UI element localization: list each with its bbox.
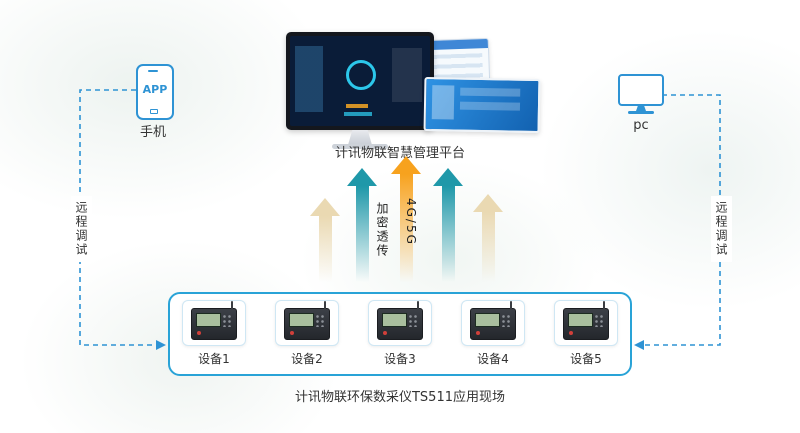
device-led	[569, 331, 573, 335]
arrow-shaft	[481, 212, 495, 282]
device-keypad	[408, 314, 419, 327]
monitor-stand-base	[332, 144, 388, 149]
arrow-head	[391, 156, 421, 174]
device-antenna	[324, 301, 326, 310]
device-photo-frame	[554, 300, 618, 346]
up-arrow-teal-2	[433, 168, 463, 282]
device-label: 设备3	[384, 352, 416, 366]
data-logger-device-icon	[563, 301, 609, 340]
pc-monitor-base	[628, 111, 654, 114]
phone-home-button	[150, 109, 158, 114]
device-led	[290, 331, 294, 335]
device-led	[476, 331, 480, 335]
network-4g5g-label: 4G/5G	[404, 198, 418, 246]
phone-app-badge: APP	[142, 83, 168, 96]
pc-caption: pc	[633, 118, 649, 133]
device-label: 设备5	[570, 352, 602, 366]
data-logger-device-icon	[470, 301, 516, 340]
up-arrow-beige-1	[310, 198, 340, 282]
arrow-head	[347, 168, 377, 186]
right-arrowhead-icon	[634, 340, 644, 350]
up-arrow-orange	[391, 156, 421, 282]
arrow-head	[433, 168, 463, 186]
data-logger-device-icon	[284, 301, 330, 340]
device-photo-frame	[275, 300, 339, 346]
device-card: 设备3	[368, 300, 432, 367]
phone-speaker-line	[148, 70, 158, 72]
device-antenna	[603, 301, 605, 310]
device-keypad	[222, 314, 233, 327]
device-antenna	[231, 301, 233, 310]
device-label: 设备2	[291, 352, 323, 366]
device-keypad	[594, 314, 605, 327]
platform-caption: 计讯物联智慧管理平台	[334, 146, 465, 161]
site-caption: 计讯物联环保数采仪TS511应用现场	[294, 390, 505, 405]
main-monitor	[286, 32, 434, 130]
monitor-stand-neck	[348, 130, 372, 145]
device-keypad	[501, 314, 512, 327]
device-keypad	[315, 314, 326, 327]
device-lcd-screen	[196, 313, 221, 327]
device-photo-frame	[461, 300, 525, 346]
device-led	[197, 331, 201, 335]
device-label: 设备1	[198, 352, 230, 366]
data-logger-device-icon	[377, 301, 423, 340]
device-antenna	[417, 301, 419, 310]
arrow-shaft	[441, 186, 455, 282]
pc-monitor-icon	[618, 74, 664, 106]
arrow-head	[310, 198, 340, 216]
device-card: 设备5	[554, 300, 618, 367]
data-logger-device-icon	[191, 301, 237, 340]
device-card: 设备4	[461, 300, 525, 367]
dashboard-screen-front	[423, 76, 541, 134]
dashboard-ring-chart	[346, 60, 376, 90]
encrypt-transfer-label: 加密透传	[375, 202, 389, 258]
device-photo-frame	[368, 300, 432, 346]
device-lcd-screen	[475, 313, 500, 327]
pc-monitor-stand	[636, 104, 646, 111]
device-lcd-screen	[289, 313, 314, 327]
device-label: 设备4	[477, 352, 509, 366]
arrow-shaft	[355, 186, 369, 282]
remote-debug-label-right: 远程调试	[711, 196, 732, 262]
left-arrowhead-icon	[156, 340, 166, 350]
up-arrow-teal-1	[347, 168, 377, 282]
remote-debug-label-left: 远程调试	[71, 196, 92, 262]
device-lcd-screen	[382, 313, 407, 327]
device-antenna	[510, 301, 512, 310]
device-led	[383, 331, 387, 335]
arrow-shaft	[318, 216, 332, 282]
up-arrow-beige-2	[473, 194, 503, 282]
main-monitor-screen	[290, 36, 430, 126]
arrow-shaft	[399, 174, 413, 282]
phone-caption: 手机	[139, 125, 166, 140]
mobile-phone-icon: APP	[136, 64, 174, 120]
device-card: 设备1	[182, 300, 246, 367]
device-photo-frame	[182, 300, 246, 346]
arrow-head	[473, 194, 503, 212]
device-card: 设备2	[275, 300, 339, 367]
device-lcd-screen	[568, 313, 593, 327]
background-texture	[540, 30, 800, 310]
